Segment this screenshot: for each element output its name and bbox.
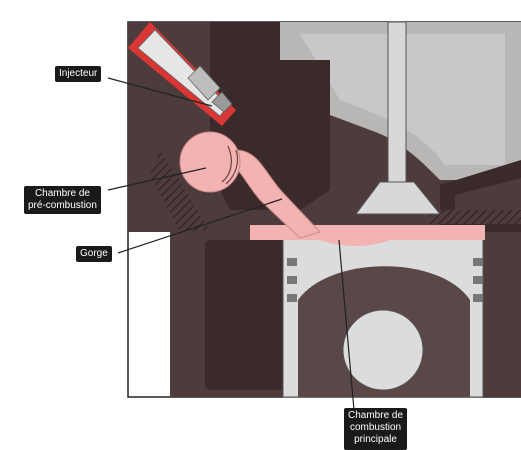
injector-label: Injecteur — [55, 66, 101, 82]
valve-stem — [388, 22, 406, 182]
main-chamber-label-line2: combustion — [348, 422, 403, 434]
ring-groove-right-2 — [473, 276, 483, 284]
injector-label-text: Injecteur — [59, 68, 97, 79]
main-chamber-label-line1: Chambre de — [348, 410, 403, 422]
ring-groove-right-1 — [473, 258, 483, 266]
ring-groove-left-2 — [287, 276, 297, 284]
piston-pin — [343, 310, 423, 390]
throat-label: Gorge — [76, 246, 112, 262]
block-left-cavity — [205, 240, 285, 390]
prechamber-label-line2: pré-combustion — [28, 200, 97, 212]
main-chamber-label-line3: principale — [348, 434, 403, 446]
main-chamber-label: Chambre de combustion principale — [344, 408, 407, 450]
ring-groove-left-3 — [287, 294, 297, 302]
prechamber-label: Chambre de pré-combustion — [24, 186, 101, 214]
ring-groove-left-1 — [287, 258, 297, 266]
throat-label-text: Gorge — [80, 248, 108, 259]
ring-groove-right-3 — [473, 294, 483, 302]
prechamber-label-line1: Chambre de — [28, 188, 97, 200]
hatch-right — [430, 210, 521, 224]
